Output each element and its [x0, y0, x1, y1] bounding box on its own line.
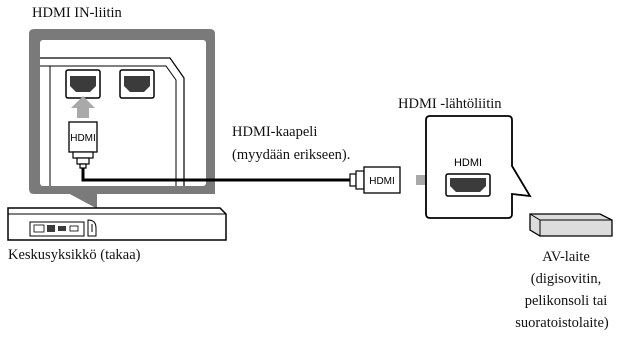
av-device-label-line4: suoratoistolaite): [515, 315, 609, 331]
av-device-label-line2: (digisovitin,: [530, 271, 602, 287]
hdmi-out-port-opening: [450, 178, 486, 192]
hdmi-plug-horizontal: HDMI: [349, 166, 401, 194]
hdmi-out-label: HDMI -lähtöliitin: [398, 96, 502, 112]
main-unit-label: Keskusyksikkö (takaa): [8, 247, 141, 263]
insert-arrow-up-icon: [71, 96, 95, 118]
av-device: [529, 213, 613, 237]
av-device-label-line3: pelikonsoli tai: [524, 293, 608, 309]
panel-edge-line: [40, 57, 185, 186]
panel-edge-line-inner: [40, 65, 177, 186]
main-unit: [7, 207, 227, 241]
hdmi-out-callout: HDMI: [425, 115, 532, 219]
hdmi-cable: [81, 168, 356, 182]
callout-inner: [40, 40, 206, 186]
hdmi-in-port-2: [119, 69, 155, 99]
cable-label-line2: (myydään erikseen).: [232, 147, 351, 163]
hdmi-in-port-1: [65, 69, 101, 99]
port-device-label: HDMI: [454, 157, 482, 169]
hdmi-in-label: HDMI IN-liitin: [32, 5, 122, 21]
plug-vertical-label: HDMI: [70, 133, 96, 144]
cable-label-line1: HDMI-kaapeli: [232, 124, 318, 140]
hdmi-plug-vertical: HDMI: [68, 121, 98, 169]
plug-horizontal-label: HDMI: [369, 176, 395, 187]
av-device-label-line1: AV-laite: [542, 249, 590, 265]
